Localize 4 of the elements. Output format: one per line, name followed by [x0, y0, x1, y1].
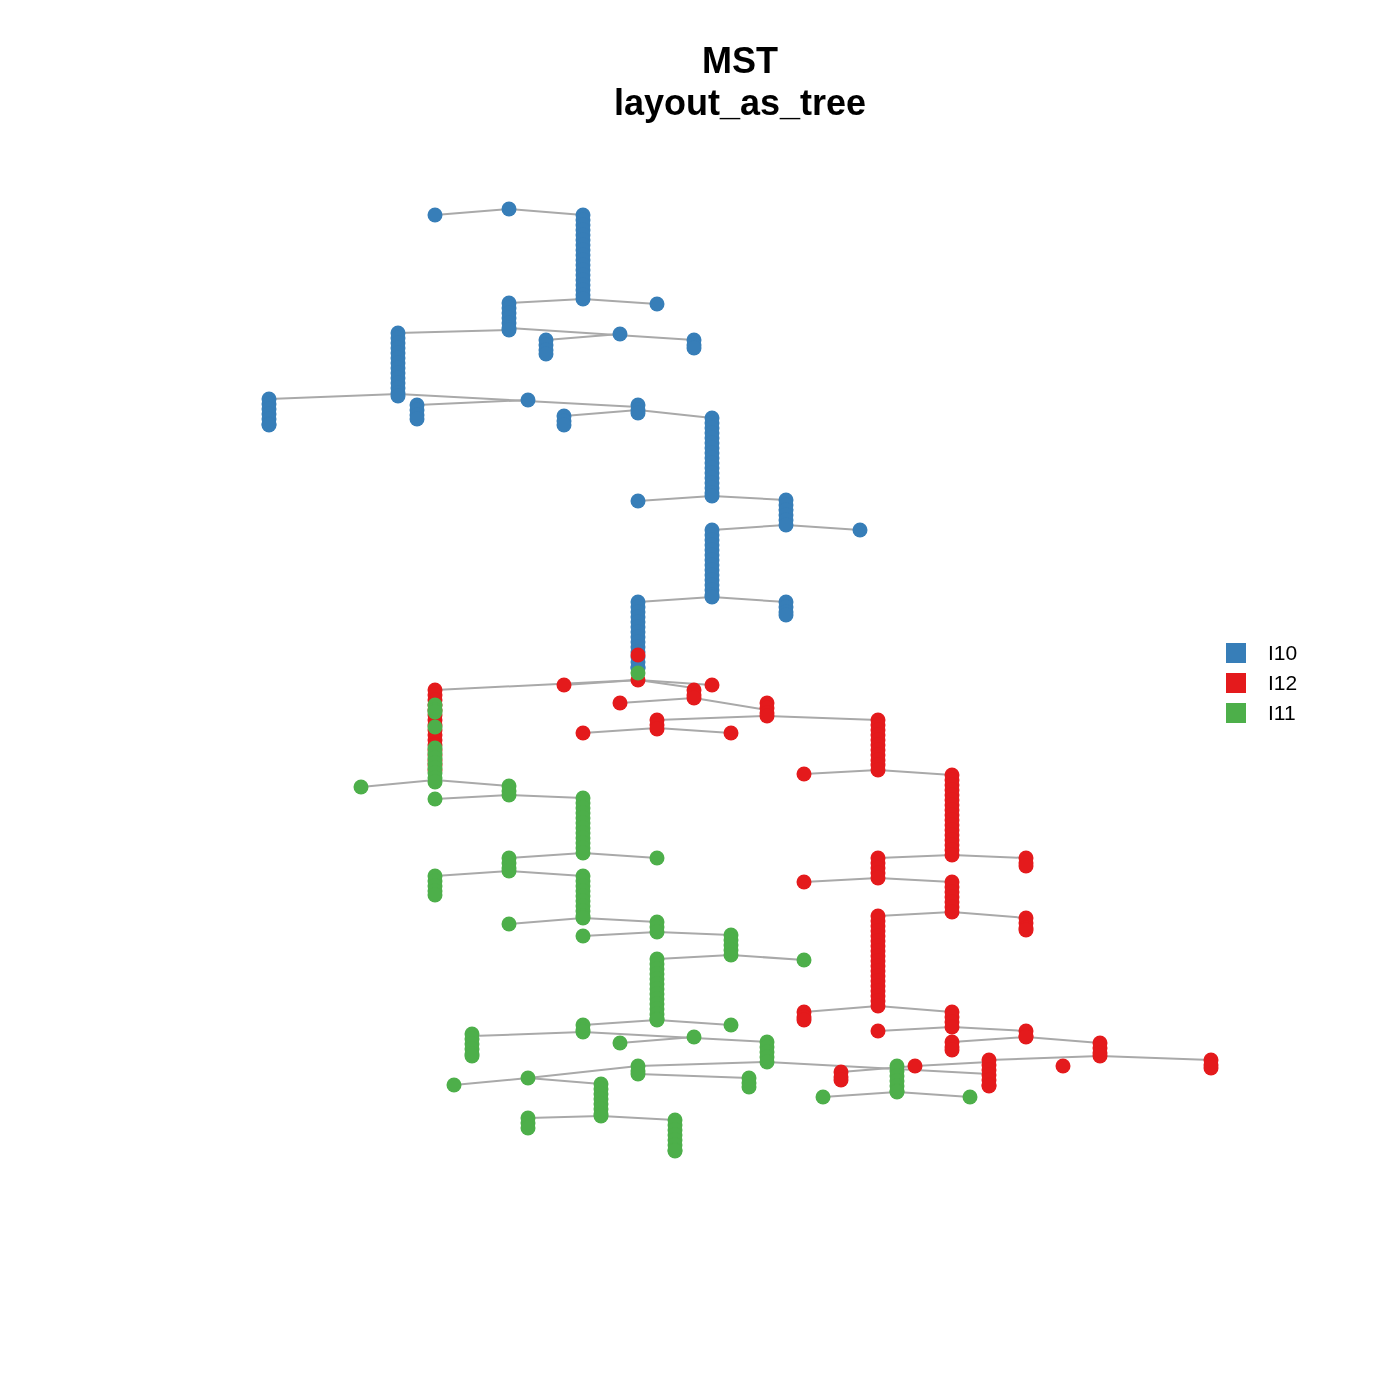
legend-label: I11: [1268, 701, 1296, 725]
chart-title: MST layout_as_tree: [612, 40, 868, 124]
legend-label: I12: [1268, 671, 1298, 695]
legend-label: I10: [1268, 641, 1298, 665]
